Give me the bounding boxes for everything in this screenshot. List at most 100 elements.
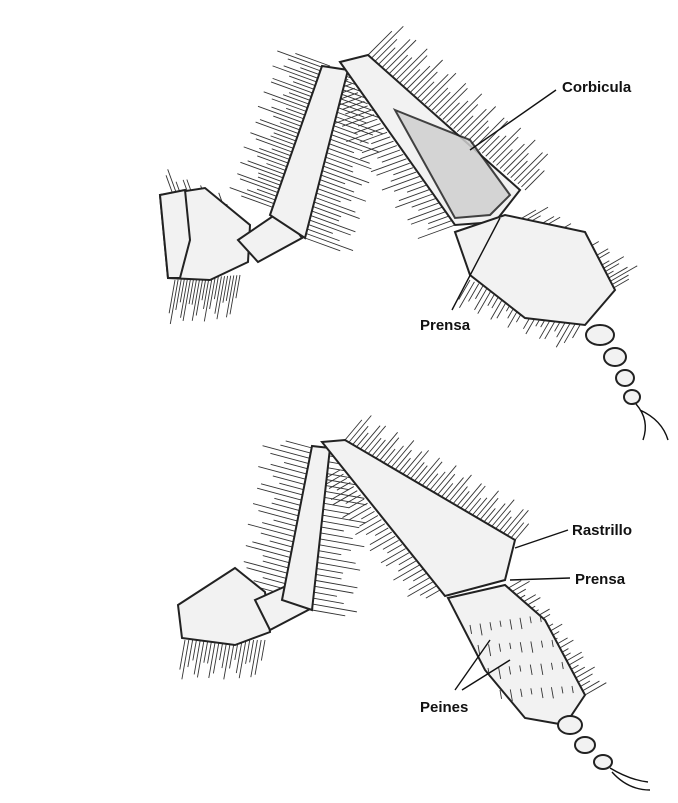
upper-hind-leg: Corbicula Prensa (160, 26, 668, 440)
hair (286, 441, 312, 448)
hair (391, 440, 413, 467)
hair (321, 533, 353, 539)
hair (418, 225, 455, 239)
hair (329, 144, 354, 153)
hair (313, 604, 357, 612)
hair (391, 172, 416, 181)
hair (319, 551, 342, 555)
hair (324, 166, 370, 183)
hair (317, 569, 343, 574)
hair (343, 503, 368, 517)
hair (411, 212, 445, 224)
hair (404, 69, 420, 85)
hair (450, 94, 482, 126)
hair (415, 466, 428, 481)
hair (329, 478, 347, 488)
hair (418, 458, 439, 483)
hair (500, 144, 524, 168)
hair (464, 106, 495, 137)
hair (320, 539, 364, 547)
hair (425, 73, 456, 104)
lower-tibia (322, 440, 515, 596)
hair (436, 83, 466, 113)
hair (366, 524, 385, 535)
hair (507, 153, 528, 174)
hair (370, 536, 395, 551)
hair (208, 640, 212, 663)
hair (258, 511, 299, 522)
hair (408, 207, 442, 220)
hair (307, 229, 339, 241)
hair (317, 563, 360, 571)
hair (248, 524, 296, 537)
hair (321, 527, 343, 531)
hair (397, 49, 428, 80)
hair (461, 109, 487, 135)
hair (314, 202, 359, 218)
hair (322, 521, 359, 528)
hair (381, 549, 406, 563)
hair (447, 101, 469, 123)
hair (255, 640, 261, 675)
hair (368, 438, 381, 453)
hair (434, 466, 456, 493)
hair (371, 159, 406, 172)
hair (357, 433, 369, 447)
hair (270, 453, 309, 463)
hair (393, 168, 413, 175)
hair (518, 154, 548, 184)
hair (496, 150, 512, 166)
hair (403, 452, 422, 475)
hair (413, 573, 426, 581)
hair (321, 175, 345, 184)
hair (317, 193, 341, 202)
hair (315, 580, 357, 587)
hair (368, 31, 392, 55)
hair (197, 640, 204, 677)
hair (338, 112, 368, 123)
hair (585, 683, 606, 695)
hair (469, 284, 479, 302)
hair (261, 533, 295, 542)
hair (500, 517, 512, 531)
hair (453, 487, 467, 504)
hair (182, 640, 189, 679)
lower-hind-leg: Rastrillo Prensa Peines (178, 416, 650, 790)
corbicula-leader (470, 90, 556, 150)
hair (284, 462, 308, 468)
hair (253, 504, 300, 517)
hair (313, 207, 341, 217)
hair (372, 26, 404, 58)
comb (500, 690, 502, 699)
lower-prensa-leader (510, 578, 570, 580)
hair (386, 40, 416, 70)
hair (252, 542, 293, 553)
hair (375, 39, 397, 61)
hair (308, 225, 332, 234)
hair (465, 486, 486, 510)
hair (484, 508, 495, 521)
hair (382, 176, 419, 190)
hair (411, 462, 425, 478)
hair (412, 199, 436, 208)
hair (327, 153, 371, 169)
hair (507, 510, 528, 535)
hair (196, 278, 203, 316)
hair (188, 640, 193, 667)
rastrillo-leader (515, 530, 568, 548)
hair (395, 194, 432, 207)
hair (315, 586, 354, 593)
hair (270, 541, 295, 548)
hair (457, 116, 473, 132)
hair (403, 569, 423, 580)
peines-label: Peines (420, 699, 468, 716)
hair (263, 578, 288, 585)
hair (204, 640, 208, 663)
hair (349, 416, 371, 443)
hair (209, 640, 216, 678)
hair (474, 287, 487, 310)
hair (473, 498, 487, 515)
hair (312, 211, 339, 221)
hair (349, 507, 371, 520)
hair (399, 458, 410, 472)
